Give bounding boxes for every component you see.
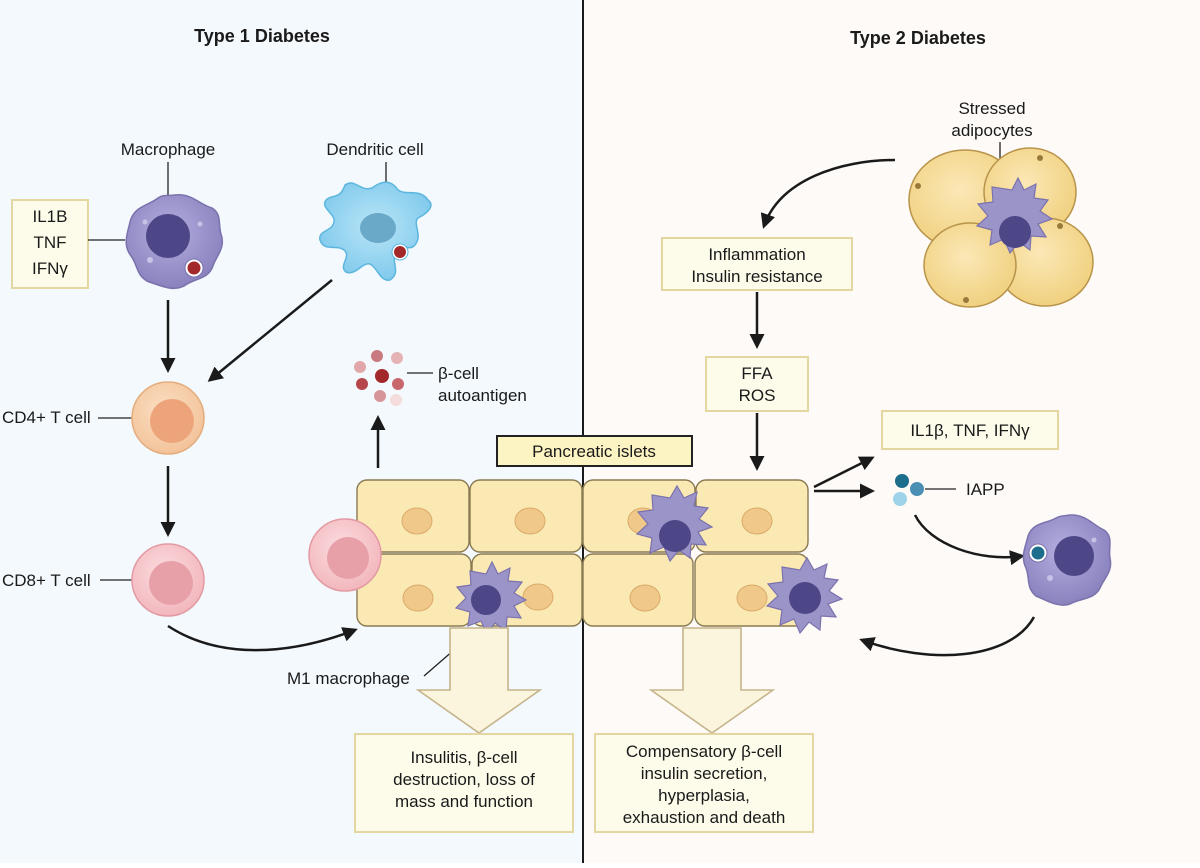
stressed-adipocytes-icon <box>908 147 1094 308</box>
autoantigen-label-line1: β-cell <box>438 364 479 383</box>
inflammation-line2: Insulin resistance <box>691 267 822 286</box>
islets-label: Pancreatic islets <box>532 442 656 461</box>
t2-cytokine-box <box>881 410 1059 450</box>
autoantigen-particles-icon <box>354 350 404 406</box>
macrophage-label: Macrophage <box>121 140 216 159</box>
dendritic-cell-label: Dendritic cell <box>326 140 423 159</box>
t2-outcome-line4: exhaustion and death <box>623 808 786 827</box>
ffa-ros-box <box>705 356 809 412</box>
t2-outcome-line2: insulin secretion, <box>641 764 768 783</box>
iapp-particles-icon <box>893 474 924 506</box>
cd4-tcell-icon <box>131 381 205 455</box>
autoantigen-label-line2: autoantigen <box>438 386 527 405</box>
t2-cytokine-label: IL1β, TNF, IFNγ <box>910 421 1030 440</box>
t1-outcome-line1: Insulitis, β-cell <box>410 748 517 767</box>
type2-title: Type 2 Diabetes <box>850 28 986 48</box>
adipocytes-label-line1: Stressed <box>958 99 1025 118</box>
islets-label-box <box>496 435 693 467</box>
macrophage-iapp-icon <box>1022 514 1112 606</box>
t1-outcome-line3: mass and function <box>395 792 533 811</box>
cd8-tcell-islet-icon <box>308 518 382 592</box>
m1-macrophage-t1-icon <box>454 560 528 636</box>
t2-outcome-box <box>594 733 814 833</box>
ffa-label: FFA <box>741 364 773 383</box>
m1-macrophage-label: M1 macrophage <box>287 669 410 688</box>
t1-outcome-box <box>354 733 574 833</box>
cd4-label: CD4+ T cell <box>2 408 91 427</box>
cytokine-il1b: IL1B <box>33 207 68 226</box>
inflammation-line1: Inflammation <box>708 245 805 264</box>
t1-outcome-line2: destruction, loss of <box>393 770 535 789</box>
t2-outcome-arrow <box>648 627 776 734</box>
cd8-label: CD8+ T cell <box>2 571 91 590</box>
adipocytes-label-line2: adipocytes <box>951 121 1032 140</box>
macrophage-t2-islet-top-icon <box>635 484 714 563</box>
ros-label: ROS <box>739 386 776 405</box>
t1-outcome-arrow <box>415 627 543 734</box>
type1-title: Type 1 Diabetes <box>194 26 330 46</box>
t2-outcome-line1: Compensatory β-cell <box>626 742 782 761</box>
cd8-tcell-icon <box>131 543 205 617</box>
dendritic-cell-icon <box>319 181 432 281</box>
macrophage-icon <box>125 194 224 290</box>
iapp-label: IAPP <box>966 480 1005 499</box>
macrophage-t2-islet-bottom-icon <box>765 556 844 635</box>
cytokine-tnf: TNF <box>33 233 66 252</box>
cytokine-ifng: IFNγ <box>32 259 68 278</box>
cytokine-box-t1 <box>11 199 89 289</box>
t2-outcome-line3: hyperplasia, <box>658 786 750 805</box>
inflammation-box <box>661 237 853 291</box>
